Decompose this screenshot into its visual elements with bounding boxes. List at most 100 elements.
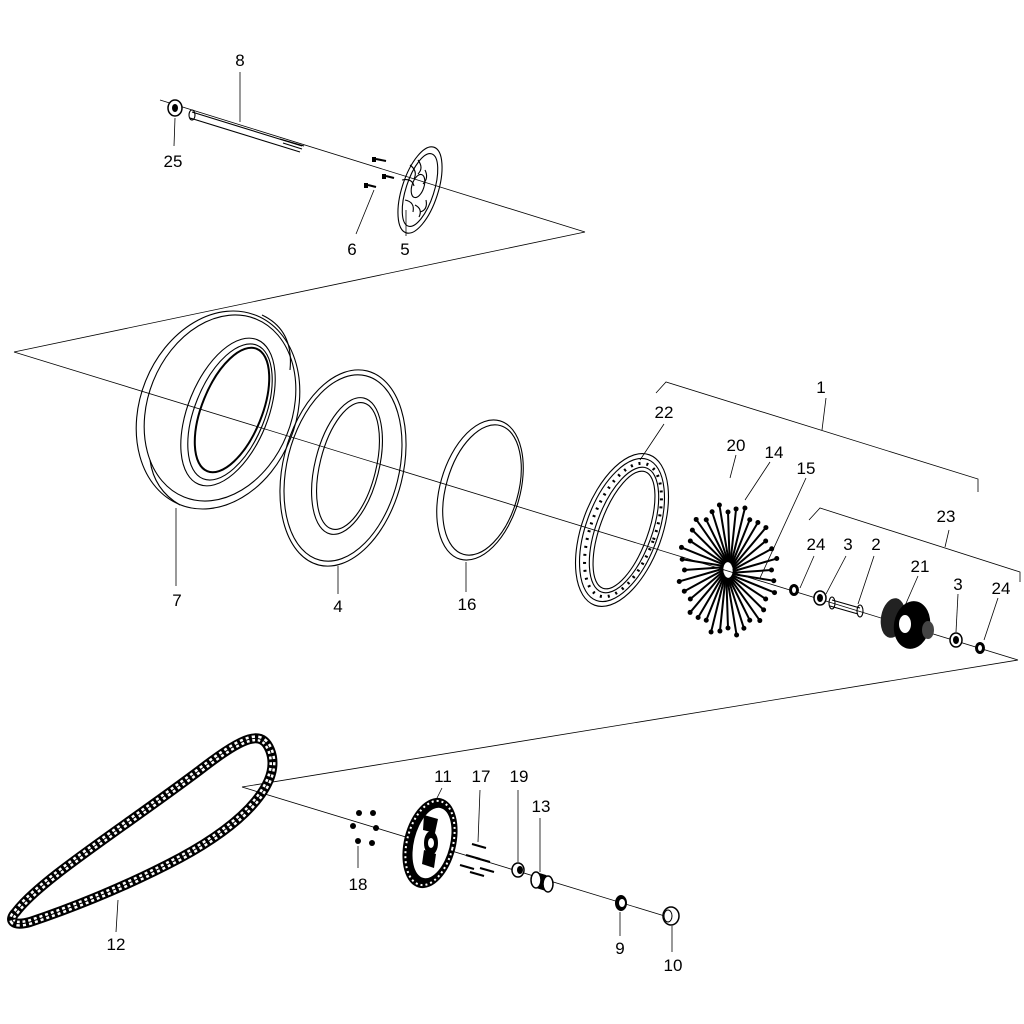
spoke: [705, 574, 726, 621]
spoke-nipple: [679, 556, 685, 562]
spoke-nipple: [725, 625, 731, 631]
brake-disc-part: [397, 146, 443, 234]
spoke: [732, 540, 767, 570]
spoke: [727, 577, 745, 629]
spoke-nipple: [703, 517, 709, 523]
spoke: [730, 507, 746, 565]
spoke: [689, 540, 726, 565]
spoke-nipple: [725, 509, 731, 515]
rim-part: [574, 453, 670, 607]
spoke: [691, 529, 727, 564]
spoke-nipple: [771, 578, 777, 584]
spoke-nipple: [742, 505, 748, 511]
spoke-nipple: [733, 506, 739, 512]
spoke-nipple: [709, 509, 715, 515]
spoke: [682, 558, 725, 567]
assembly-guide-lines: [13, 99, 1019, 918]
spoke: [732, 547, 773, 571]
callout-9: 9: [615, 939, 624, 958]
spokes-part: [676, 502, 780, 638]
inner-tube-part: [279, 369, 407, 567]
callout-6: 6: [347, 240, 356, 259]
spoke-nipple: [703, 617, 709, 623]
spoke: [684, 566, 724, 571]
spoke: [731, 573, 774, 582]
spoke: [728, 576, 761, 622]
callout-8: 8: [235, 51, 244, 70]
spoke: [705, 519, 729, 563]
spoke: [711, 511, 729, 563]
leader-lines: [115, 72, 999, 952]
group-brackets: [655, 381, 1021, 582]
callout-17: 17: [472, 767, 491, 786]
callout-14: 14: [765, 443, 784, 462]
spoke: [731, 521, 759, 567]
callout-23: 23: [937, 507, 956, 526]
spoke-nipple: [774, 556, 780, 562]
callout-20: 20: [727, 436, 746, 455]
spoke: [678, 567, 724, 583]
spoke-nipple: [693, 516, 699, 522]
sprocket-bolts-part: [459, 843, 495, 877]
spoke-nipple: [687, 596, 693, 602]
callout-2: 2: [871, 535, 880, 554]
callout-4: 4: [333, 597, 342, 616]
spoke: [731, 526, 767, 568]
spoke: [727, 511, 731, 563]
spoke-nipple: [755, 520, 761, 526]
spoke: [729, 508, 738, 564]
spoke: [727, 577, 751, 621]
callout-18: 18: [349, 875, 368, 894]
spoke-nipple: [687, 538, 693, 544]
spoke-nipple: [741, 625, 747, 631]
spoke: [726, 577, 738, 636]
spoke: [732, 569, 772, 574]
spoke: [695, 518, 728, 564]
spoke-nipple: [763, 525, 769, 531]
spoke: [718, 504, 730, 563]
spoke-nipple: [769, 567, 774, 573]
sprocket-nuts-part: [350, 810, 379, 846]
hub-assembly-part: [789, 584, 985, 654]
axle-part: [188, 109, 305, 153]
spoke: [681, 546, 725, 566]
sprocket-part: [402, 797, 458, 889]
spoke-nipple: [734, 632, 740, 638]
spoke-nipple: [678, 544, 684, 550]
spoke-nipple: [747, 617, 753, 623]
spoke-nipple: [716, 502, 722, 508]
spoke-nipple: [747, 517, 753, 523]
spoke-nipple: [681, 588, 687, 594]
spoke: [725, 577, 729, 629]
spoke: [729, 576, 765, 611]
spoke-nipple: [763, 596, 769, 602]
spoke-nipple: [708, 629, 714, 635]
spacer-collar-part: [511, 862, 525, 878]
callout-5: 5: [400, 240, 409, 259]
bushing-part: [530, 871, 554, 893]
spoke-nipple: [695, 614, 701, 620]
nut-part: [615, 895, 627, 911]
callout-7: 7: [172, 591, 181, 610]
spoke-nipple: [676, 578, 682, 584]
spoke-nipple: [757, 618, 763, 624]
callout-11: 11: [434, 767, 452, 786]
spoke: [730, 575, 767, 600]
disc-bolts-part: [364, 157, 395, 188]
callout-24-right: 24: [992, 579, 1011, 598]
callout-22: 22: [655, 403, 674, 422]
axle-nut-part: [167, 99, 183, 117]
callout-3-left: 3: [843, 535, 852, 554]
spoke-nipple: [763, 538, 769, 544]
spoke: [697, 573, 725, 619]
spoke-nipple: [772, 590, 778, 596]
spoke-nipple: [687, 609, 693, 615]
callout-1: 1: [816, 378, 825, 397]
chain-part: [7, 733, 278, 929]
callout-labels: 8 25 6 5 7 4 16 22 1 20 14 15 23 24 3 2 …: [107, 51, 1011, 975]
callout-19: 19: [510, 767, 529, 786]
spoke-nipple: [689, 527, 695, 533]
callout-21: 21: [911, 557, 930, 576]
callout-3-right: 3: [953, 575, 962, 594]
